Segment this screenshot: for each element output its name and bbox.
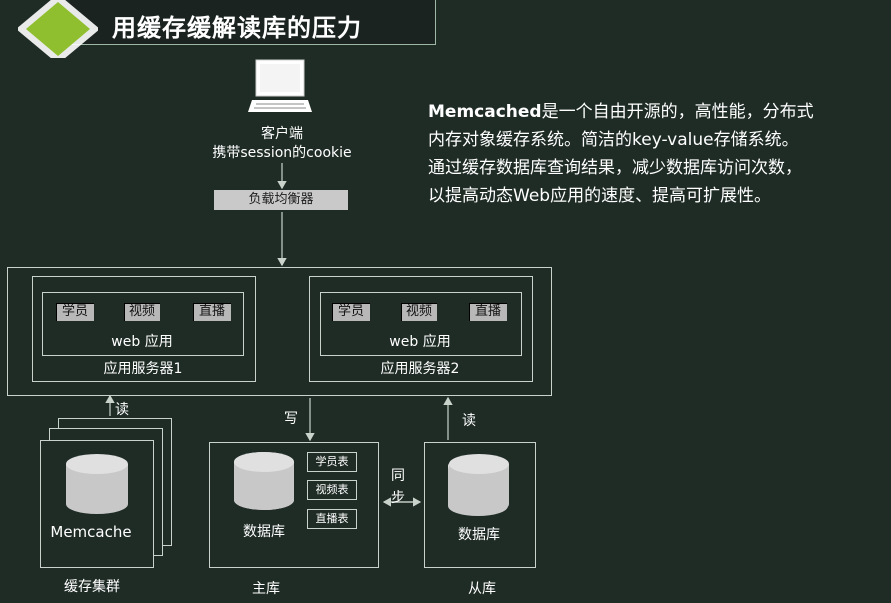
tag-live-2: 直播 — [469, 303, 507, 321]
server-name-1: 应用服务器1 — [103, 361, 183, 377]
client-sublabel: 携带session的cookie — [212, 145, 352, 161]
intro-line4: 以提高动态Web应用的速度、提高可扩展性。 — [428, 186, 772, 206]
web-app-1 — [42, 292, 244, 356]
sync-label: 同步 — [391, 468, 405, 506]
intro-line1: 是一个自由开源的，高性能，分布式 — [541, 102, 814, 122]
slave-db-shape — [449, 454, 509, 514]
slave-caption: 从库 — [468, 581, 496, 597]
title-bar — [70, 0, 436, 45]
intro-text: Memcached是一个自由开源的，高性能，分布式 内存对象缓存系统。简洁的ke… — [428, 98, 888, 210]
master-db-box — [209, 442, 379, 568]
master-db-label: 数据库 — [243, 524, 285, 540]
master-caption: 主库 — [252, 581, 280, 597]
intro-line3: 通过缓存数据库查询结果，减少数据库访问次数， — [428, 158, 802, 178]
load-balancer: 负载均衡器 — [214, 190, 348, 210]
slave-db-label: 数据库 — [458, 527, 500, 543]
tag-live-1: 直播 — [193, 303, 231, 321]
web-app-2 — [320, 292, 522, 356]
app-server-2 — [309, 276, 533, 382]
cache-caption: 缓存集群 — [64, 579, 120, 595]
tag-students-2: 学员 — [332, 303, 370, 321]
client-label: 客户端 — [261, 126, 303, 142]
title-diamond-icon — [18, 0, 98, 58]
tag-students-1: 学员 — [56, 303, 94, 321]
server-name-2: 应用服务器2 — [380, 361, 460, 377]
table-video: 视频表 — [307, 480, 357, 500]
table-live: 直播表 — [307, 509, 357, 529]
read-label-right: 读 — [462, 413, 476, 429]
intro-brand: Memcached — [428, 102, 542, 122]
web-app-label-1: web 应用 — [111, 334, 173, 350]
slide-title: 用缓存缓解读库的压力 — [112, 14, 362, 42]
server-cluster-frame — [7, 267, 552, 396]
read-label-left: 读 — [115, 402, 129, 418]
computer-icon — [248, 59, 312, 112]
slave-db-box — [424, 442, 536, 568]
intro-line2: 内存对象缓存系统。简洁的key-value存储系统。 — [428, 130, 799, 150]
tag-video-1: 视频 — [124, 303, 160, 321]
memcache-label: Memcache — [50, 523, 132, 541]
web-app-label-2: web 应用 — [389, 334, 451, 350]
memcache-db-icon — [66, 454, 128, 514]
write-label: 写 — [284, 411, 298, 427]
table-students: 学员表 — [307, 452, 357, 472]
master-db-shape — [234, 452, 294, 510]
app-server-1 — [32, 276, 256, 382]
tag-video-2: 视频 — [401, 303, 437, 321]
